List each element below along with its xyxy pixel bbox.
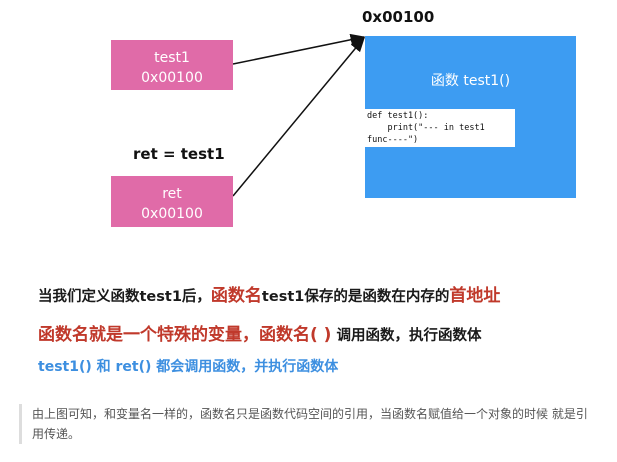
function-address-label: 0x00100 <box>362 8 435 26</box>
line2-rest: 调用函数，执行函数体 <box>331 328 482 344</box>
line2-highlight: 函数名就是一个特殊的变量，函数名( ) <box>38 325 332 345</box>
arrow-test1-to-func <box>232 33 366 65</box>
ret-name: ret <box>162 186 182 202</box>
explanation-line-1: 当我们定义函数test1后，函数名test1保存的是函数在内存的首地址 <box>38 281 500 306</box>
arrow-ret-to-func <box>232 36 365 197</box>
function-title: 函数 test1() <box>430 73 511 89</box>
ret-address: 0x00100 <box>141 206 203 222</box>
line1-part-a: 当我们定义函数test1后， <box>38 289 211 305</box>
explanation-line-3: test1() 和 ret() 都会调用函数，并执行函数体 <box>38 359 339 375</box>
test1-address: 0x00100 <box>141 70 203 86</box>
ret-assignment-label: ret = test1 <box>133 145 225 163</box>
ret-variable-box: ret 0x00100 <box>111 176 233 227</box>
line1-part-c: test1保存的是函数在内存的 <box>261 289 450 305</box>
test1-variable-box: test1 0x00100 <box>111 40 233 90</box>
line1-highlight-funcname: 函数名 <box>210 286 262 306</box>
line1-highlight-address: 首地址 <box>449 286 501 306</box>
test1-name: test1 <box>154 50 190 66</box>
summary-quote: 由上图可知，和变量名一样的，函数名只是函数代码空间的引用，当函数名赋值给一个对象… <box>19 404 599 444</box>
function-memory-box: 函数 test1() def test1(): print("--- in te… <box>365 36 576 198</box>
explanation-line-2: 函数名就是一个特殊的变量，函数名( ) 调用函数，执行函数体 <box>38 320 482 345</box>
function-code: def test1(): print("--- in test1 func---… <box>365 109 515 147</box>
